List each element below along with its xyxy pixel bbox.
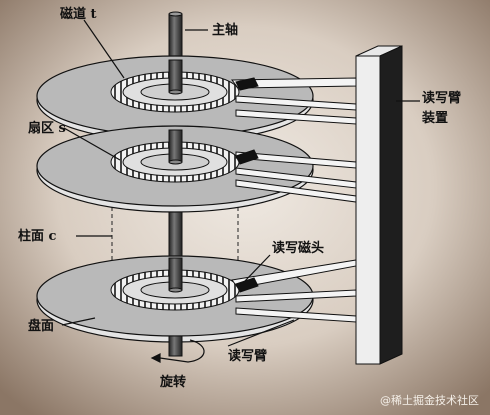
label-spindle: 主轴 [212, 22, 238, 38]
label-head: 读写磁头 [272, 240, 324, 256]
label-surface: 盘面 [28, 318, 54, 334]
platter-bottom [36, 255, 314, 343]
leader-lines [61, 19, 420, 363]
label-arm: 读写臂 [228, 348, 267, 364]
watermark-text: @稀土掘金技术社区 [380, 393, 479, 407]
label-track: 磁道 t [60, 6, 97, 22]
platter-middle [36, 125, 314, 213]
read-write-heads [235, 77, 259, 293]
label-rotation: 旋转 [159, 374, 186, 390]
label-cylinder: 柱面 c [18, 228, 57, 244]
actuator-column [355, 45, 403, 365]
spindle-bottom [168, 335, 183, 357]
label-arm-assembly-line1: 读写臂 [422, 90, 461, 106]
label-arm-assembly-line2: 装置 [421, 110, 448, 126]
spindle-top [168, 11, 183, 17]
label-sector: 扇区 s [28, 120, 66, 136]
